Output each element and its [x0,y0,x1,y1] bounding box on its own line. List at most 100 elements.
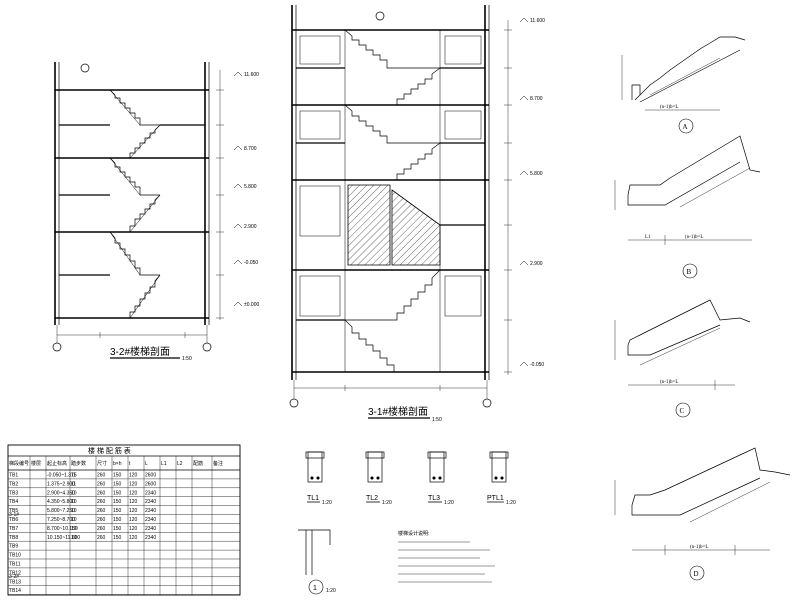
detail-b-dim: (n-1)b=L [685,235,703,240]
table-cell: 2.900~4.350 [47,490,75,496]
table-cell: 11 [71,481,76,487]
detail-d-tag: D [694,570,699,578]
stair-flights-mid [344,29,441,372]
table-cell: TB14 [9,588,21,594]
beam-ptl1: PTL1 1:20 [487,451,516,506]
beam-sections: TL1 1:20 TL2 1:20 TL3 1:20 PTL1 1:20 [298,451,516,595]
table-cell: 2340 [145,499,156,505]
section-mid-scale: 1:50 [432,417,442,423]
table-cell: 5.800~7.250 [47,508,75,514]
table-header-cell: t [129,461,131,467]
beam-ptl1-label: PTL1 [487,495,504,502]
table-cell: -0.050~1.375 [47,473,77,479]
table-cell: 2340 [145,535,156,541]
table-cell: 150 [113,508,122,514]
table-cell: 260 [97,508,106,514]
table-header-cell: 配筋 [193,460,203,467]
table-cell: 150 [113,499,122,505]
table-cell: 120 [129,499,138,505]
detail-b-short: L1 [645,235,651,240]
table-cell: 260 [97,499,106,505]
stair-section-3-1: 11.600 8.700 5.800 2.900 -0.050 3-1#楼梯剖面… [289,5,545,423]
beam-tl1-label: TL1 [307,495,319,502]
table-cell: 150 [113,490,122,496]
hatched-flight [391,189,441,266]
detail-c-dim: (n-1)b=L [660,380,678,385]
table-header-cell: b×h [113,461,122,467]
table-cell: 150 [113,535,122,541]
table-header-cell: L [145,461,148,467]
table-cell: 150 [113,481,122,487]
elev-m-3: 5.800 [530,171,543,177]
table-header-cell: 梯段编号 [9,460,29,467]
table-cell: 10 [71,526,77,532]
table-cell: 260 [97,517,106,523]
table-cell: 10 [71,517,77,523]
table-cell: 10 [71,508,77,514]
table-cell: 260 [97,481,106,487]
table-cell: TB7 [9,526,18,532]
table-cell: TB10 [9,553,21,559]
table-cell: 10 [71,535,77,541]
table-cell: TB11 [9,562,21,568]
table-cell: 150 [113,526,122,532]
elev-m-4: 2.900 [530,261,543,267]
section-left-title: 3-2#楼梯剖面 [110,345,170,358]
stair-detail-c: (n-1)b=L C [614,299,751,418]
table-cell: 120 [129,508,138,514]
table-cell: TB8 [9,535,18,541]
table-cell: TB3 [9,490,18,496]
table-cell: 260 [97,526,106,532]
table-cell: TB9 [9,544,18,550]
table-side-label: 3-2# [9,574,19,580]
table-cell: 10 [71,499,77,505]
table-cell: 120 [129,473,138,479]
table-cell: TB1 [9,473,18,479]
elev-m-2: 8.700 [530,96,543,102]
section-left-scale: 1:50 [182,356,192,362]
table-cell: TB6 [9,517,18,523]
table-cell: 120 [129,517,138,523]
table-header-cell: L1 [161,461,167,467]
table-header-cell: L2 [177,461,183,467]
elev-m-5: -0.050 [530,362,544,368]
elev-l-3: 5.800 [244,184,257,190]
table-title: 楼 梯 配 筋 表 [88,446,131,455]
table-header-cell: 踏步数 [71,460,86,467]
beam-tl1: TL1 1:20 [305,451,332,506]
beam-tl3: TL3 1:20 [427,451,454,506]
table-cell: 260 [97,535,106,541]
beam-tl2-label: TL2 [366,495,378,502]
table-header-cell: 备注 [213,460,223,467]
table-cell: TB2 [9,481,18,487]
detail-a-dim: (n-1)b=L [660,105,678,110]
table-cell: 1.375~2.900 [47,481,75,487]
section-mid-title: 3-1#楼梯剖面 [368,405,428,418]
table-cell: 2340 [145,508,156,514]
detail-1-scale: 1:20 [326,588,336,594]
table-cell: 8.700~10.150 [47,526,78,532]
detail-b-tag: B [687,268,692,276]
stair-section-3-2: 11.600 8.700 5.800 2.900 -0.050 ±0.000 3… [52,62,259,362]
elev-m-1: 11.600 [530,18,545,24]
table-cell: 120 [129,535,138,541]
table-cell: 10.150~11.600 [47,535,80,541]
table-side-label: 3-1# [9,512,19,518]
beam-tl1-scale: 1:20 [322,500,332,506]
elev-l-4: 2.900 [244,224,257,230]
beam-ptl1-scale: 1:20 [506,500,516,506]
detail-c-tag: C [680,407,685,415]
table-cell: TB5 [9,508,18,514]
detail-1-tag: 1 [313,585,317,592]
table-cell: 120 [129,490,138,496]
stair-detail-a: (n-1)b=L A [621,36,746,134]
table-cell: 260 [97,490,106,496]
table-cell: 150 [113,473,122,479]
design-notes: 楼梯设计说明: [398,530,495,583]
notes-title: 楼梯设计说明: [398,530,429,537]
elev-l-5: -0.050 [244,260,258,266]
detail-d-dim: (n-1)b=L [690,545,708,550]
table-cell: 2340 [145,490,156,496]
